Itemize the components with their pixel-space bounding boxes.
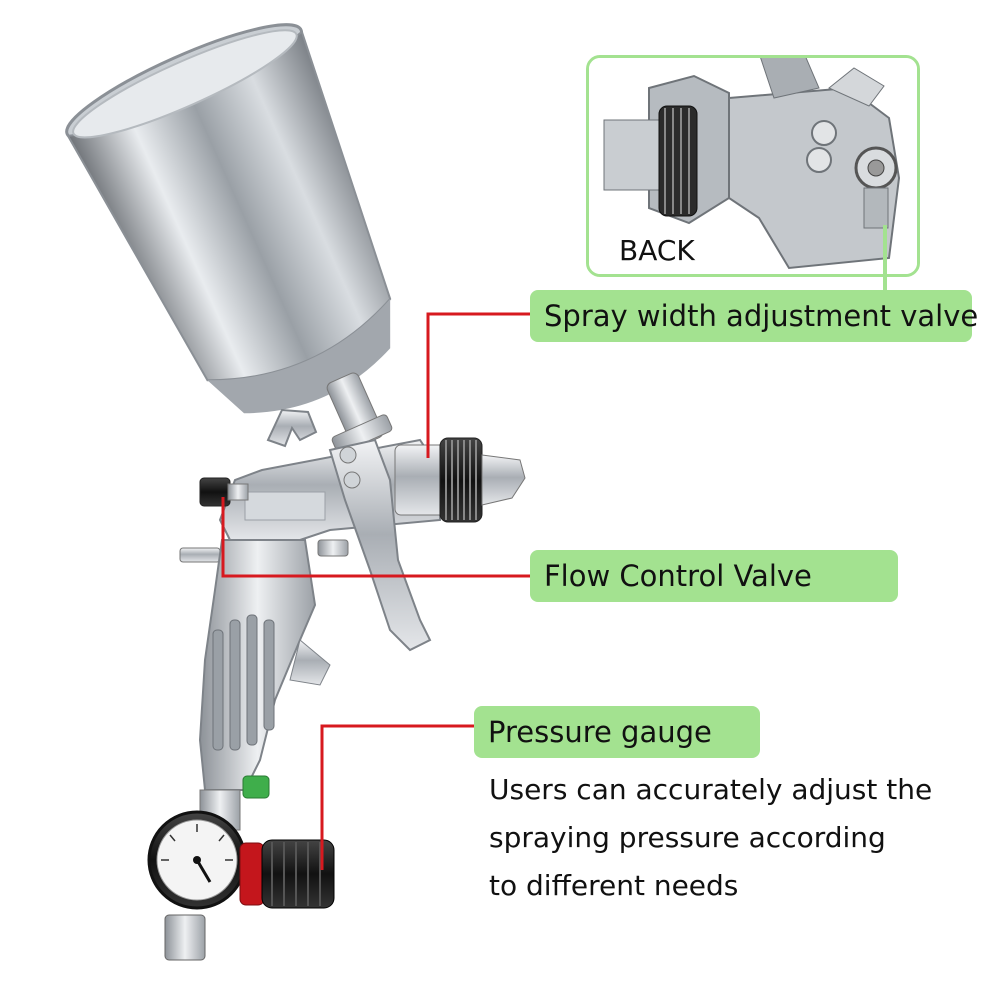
- cup-fitting: [326, 372, 393, 454]
- back-view-photo: [589, 58, 917, 274]
- pressure-gauge-description: Users can accurately adjust the spraying…: [489, 766, 932, 910]
- flow-control-leader: [221, 497, 532, 578]
- pressure-regulator: [147, 810, 335, 961]
- spray-width-leader: [426, 312, 532, 458]
- inset-caption: BACK: [619, 234, 695, 267]
- spray-width-label: Spray width adjustment valve: [530, 290, 978, 342]
- paint-cup: [65, 23, 392, 414]
- gun-body: [179, 408, 526, 831]
- flow-control-label: Flow Control Valve: [530, 550, 898, 602]
- description-line: Users can accurately adjust the: [489, 773, 933, 806]
- description-line: spraying pressure according: [489, 821, 886, 854]
- pressure-gauge-label: Pressure gauge: [474, 706, 760, 758]
- pressure-gauge-leader: [320, 724, 474, 870]
- back-view-inset: BACK: [586, 55, 920, 277]
- description-line: to different needs: [489, 869, 739, 902]
